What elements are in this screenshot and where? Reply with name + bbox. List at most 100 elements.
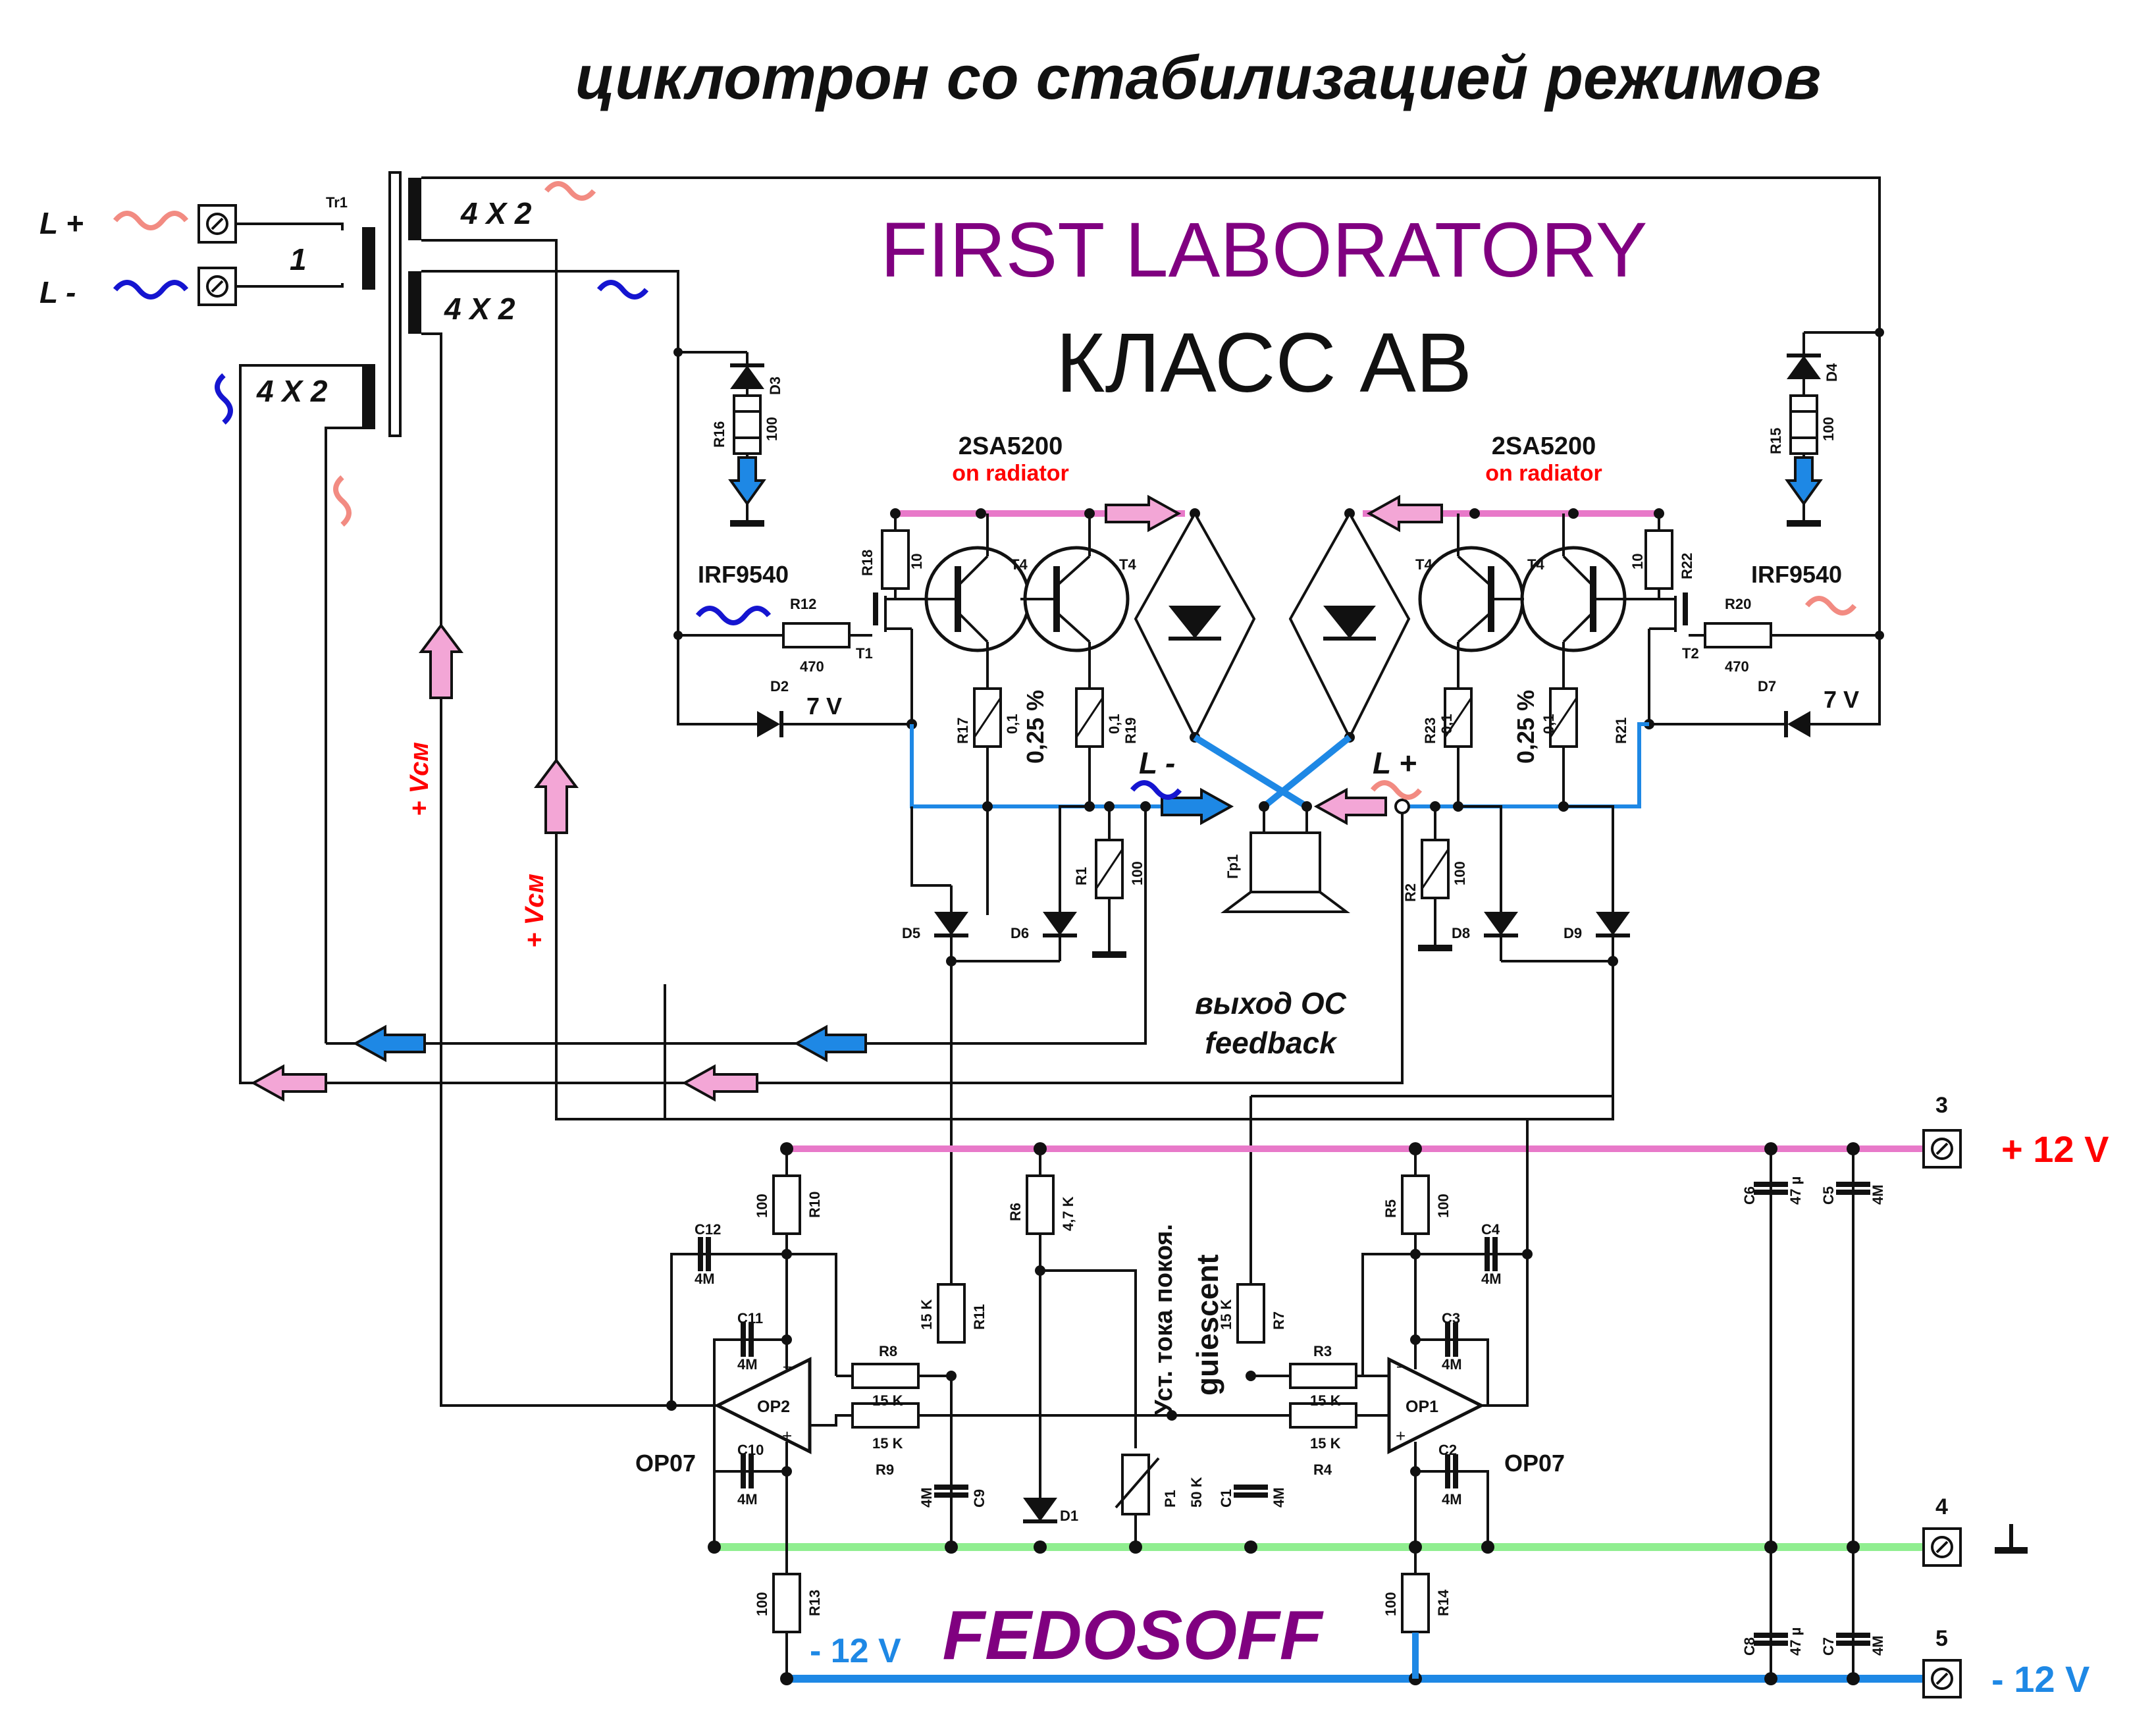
terminal-4[interactable]: [1922, 1527, 1962, 1567]
r2-ref: R2: [1402, 883, 1419, 902]
r23-val: 0,1: [1438, 714, 1455, 734]
diode-bridge-left: [1134, 510, 1256, 741]
c12-ref: C12: [695, 1221, 721, 1238]
svg-text:–: –: [783, 1355, 793, 1375]
opamp-op2: – +: [714, 1355, 812, 1455]
mosfet-t1: [873, 592, 918, 724]
arrow-left-pink-1: [250, 1064, 327, 1102]
transistor-note-right: on radiator: [1485, 461, 1602, 486]
r2-val: 100: [1452, 861, 1468, 885]
transistor-t4-left-b: [1023, 513, 1130, 665]
arrow-down-blue-r15: [1785, 456, 1823, 506]
wave-blue-icon: [695, 606, 772, 625]
c2-val: 4M: [1442, 1491, 1462, 1508]
input-terminal-l-minus[interactable]: [197, 267, 237, 306]
terminal-5-label: - 12 V: [1991, 1658, 2090, 1700]
r23-ref: R23: [1422, 718, 1438, 744]
neg-rail-label: - 12 V: [810, 1632, 901, 1670]
op07-right: OP07: [1504, 1450, 1565, 1477]
r3-ref: R3: [1313, 1343, 1332, 1359]
r22-ref: R22: [1679, 553, 1695, 579]
terminal-5-num: 5: [1935, 1626, 1948, 1651]
transistor-t4-right-a: [1418, 513, 1525, 665]
vcm-label-2: + Vсм: [520, 874, 549, 948]
transformer-secondary-3: 4 X 2: [256, 374, 328, 408]
r18-ref: R18: [859, 550, 876, 576]
wave-pink-icon: [333, 475, 352, 527]
mosfet-t2: [1646, 592, 1688, 724]
op2-ref: OP2: [757, 1398, 790, 1416]
c3-ref: C3: [1442, 1310, 1460, 1327]
c9-val: 4M: [918, 1487, 935, 1508]
ground-symbol-icon: [1995, 1524, 2028, 1554]
d6-ref: D6: [1011, 925, 1029, 941]
potentiometer-p1[interactable]: [1115, 1454, 1160, 1515]
c2-ref: C2: [1438, 1442, 1457, 1458]
terminal-4-num: 4: [1935, 1494, 1948, 1519]
c10-ref: C10: [737, 1442, 764, 1458]
c1-ref: C1: [1218, 1489, 1234, 1508]
zener-d7: [1784, 711, 1810, 737]
wave-pink-icon: [544, 181, 596, 201]
r19-val: 0,1: [1106, 714, 1122, 734]
r7-val: 15 K: [1218, 1299, 1234, 1330]
arrow-down-blue-r16: [728, 456, 766, 506]
feedback-label-1: выход ОС: [1195, 986, 1347, 1020]
speaker-ref: Гр1: [1224, 855, 1241, 879]
transformer-secondary-1: 4 X 2: [460, 196, 532, 230]
r11-val: 15 K: [918, 1299, 935, 1330]
input-l-plus-label: L +: [39, 206, 84, 240]
r6-ref: R6: [1007, 1203, 1024, 1221]
r3-val: 15 K: [1310, 1392, 1341, 1409]
transistor-t4-right-b: [1520, 513, 1627, 665]
r18-val: 10: [908, 554, 925, 569]
transformer-secondary-2: 4 X 2: [444, 292, 515, 326]
c5-val: 4M: [1870, 1184, 1886, 1205]
c1-val: 4M: [1271, 1487, 1287, 1508]
op07-left: OP07: [635, 1450, 696, 1477]
speaker-minus-label: L -: [1139, 746, 1175, 780]
c11-val: 4M: [737, 1356, 758, 1373]
r20-ref: R20: [1725, 596, 1751, 612]
emitter-tolerance-left: 0,25 %: [1022, 690, 1049, 764]
arrow-left-pink-out: [1313, 787, 1387, 826]
opamp-op1: – +: [1387, 1355, 1485, 1455]
arrow-right-blue-out: [1161, 787, 1234, 826]
author-label: FEDOSOFF: [942, 1596, 1324, 1674]
svg-text:+: +: [1396, 1426, 1406, 1446]
zener-voltage-right: 7 V: [1824, 686, 1859, 713]
r8-ref: R8: [879, 1343, 897, 1359]
terminal-5[interactable]: [1922, 1659, 1962, 1698]
vcm-label-1: + Vсм: [405, 742, 434, 816]
r15-ref: R15: [1768, 428, 1784, 454]
terminal-3[interactable]: [1922, 1129, 1962, 1169]
r12-val: 470: [800, 658, 824, 675]
wave-pink-icon: [1804, 596, 1857, 616]
transistor-part-left: 2SA5200: [959, 433, 1063, 460]
r11-ref: R11: [971, 1304, 987, 1330]
c5-ref: C5: [1820, 1186, 1837, 1205]
p1-val: 50 K: [1188, 1477, 1205, 1508]
d5-ref: D5: [902, 925, 920, 941]
c10-val: 4M: [737, 1491, 758, 1508]
mosfet-ref-right: T2: [1682, 645, 1699, 662]
wave-pink-icon: [1370, 780, 1423, 800]
c3-val: 4M: [1442, 1356, 1462, 1373]
d4-ref: D4: [1824, 363, 1840, 382]
emitter-tolerance-right: 0,25 %: [1512, 690, 1539, 764]
transformer-core: [388, 171, 402, 437]
wave-blue-icon: [596, 280, 649, 300]
r22-val: 10: [1629, 554, 1646, 569]
transformer-primary-winding: [362, 227, 375, 290]
arrow-up-vcm-2: [534, 758, 579, 834]
r16-ref: R16: [711, 421, 727, 448]
c7-ref: C7: [1820, 1637, 1837, 1656]
c6-ref: C6: [1741, 1186, 1758, 1205]
r16-val: 100: [764, 417, 780, 441]
mosfet-part-left: IRF9540: [698, 561, 789, 588]
r20-val: 470: [1725, 658, 1749, 675]
r1-val: 100: [1129, 861, 1145, 885]
c11-ref: C11: [737, 1310, 763, 1327]
r14-val: 100: [1382, 1592, 1399, 1616]
input-terminal-l-plus[interactable]: [197, 204, 237, 244]
